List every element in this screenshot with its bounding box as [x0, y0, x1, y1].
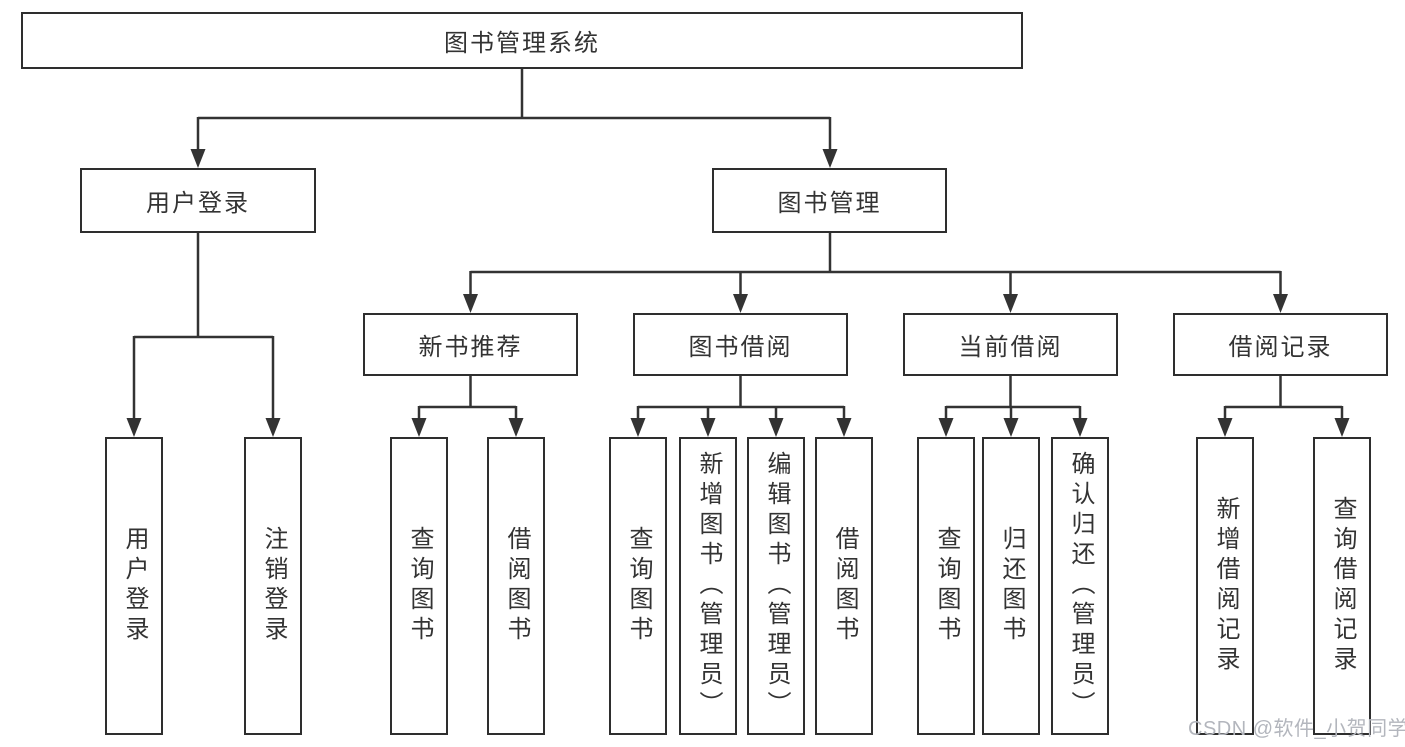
leaf-user-login-label: 用户登录	[121, 526, 148, 646]
node-borrowing-records-label: 借阅记录	[1228, 334, 1333, 361]
node-user-login: 用户登录	[80, 168, 316, 233]
node-new-book-recommend: 新书推荐	[363, 313, 578, 376]
leaf-query-book-current-label: 查询图书	[933, 526, 960, 646]
leaf-query-book-borrowing: 查询图书	[609, 437, 667, 735]
node-root: 图书管理系统	[21, 12, 1023, 69]
leaf-add-book-admin: 新增图书（管理员）	[679, 437, 737, 735]
leaf-return-book-label: 归还图书	[998, 526, 1025, 646]
node-book-management: 图书管理	[712, 168, 947, 233]
leaf-query-book-borrowing-label: 查询图书	[625, 526, 652, 646]
leaf-query-book-current: 查询图书	[917, 437, 975, 735]
leaf-user-login: 用户登录	[105, 437, 163, 735]
node-root-label: 图书管理系统	[444, 30, 600, 57]
leaf-add-borrow-record: 新增借阅记录	[1196, 437, 1254, 735]
leaf-borrow-book-recommend: 借阅图书	[487, 437, 545, 735]
arrowheads	[126, 149, 1350, 437]
leaf-confirm-return-admin-label: 确认归还（管理员）	[1067, 451, 1094, 721]
leaf-borrow-book-recommend-label: 借阅图书	[503, 526, 530, 646]
node-current-borrowing: 当前借阅	[903, 313, 1118, 376]
node-new-book-recommend-label: 新书推荐	[418, 334, 523, 361]
leaf-edit-book-admin: 编辑图书（管理员）	[747, 437, 805, 735]
node-book-borrowing-label: 图书借阅	[688, 334, 793, 361]
leaf-query-borrow-record-label: 查询借阅记录	[1329, 496, 1356, 676]
leaf-return-book: 归还图书	[982, 437, 1040, 735]
leaf-borrow-book: 借阅图书	[815, 437, 873, 735]
node-book-borrowing: 图书借阅	[633, 313, 848, 376]
node-current-borrowing-label: 当前借阅	[958, 334, 1063, 361]
leaf-logout: 注销登录	[244, 437, 302, 735]
csdn-watermark: CSDN @软件_小贺同学	[1188, 718, 1405, 740]
leaf-add-book-admin-label: 新增图书（管理员）	[695, 451, 722, 721]
leaf-query-borrow-record: 查询借阅记录	[1313, 437, 1371, 735]
node-user-login-label: 用户登录	[146, 190, 250, 217]
leaf-query-book-recommend-label: 查询图书	[406, 526, 433, 646]
leaf-logout-label: 注销登录	[260, 526, 287, 646]
node-borrowing-records: 借阅记录	[1173, 313, 1388, 376]
leaf-borrow-book-label: 借阅图书	[831, 526, 858, 646]
leaf-add-borrow-record-label: 新增借阅记录	[1212, 496, 1239, 676]
leaf-edit-book-admin-label: 编辑图书（管理员）	[763, 451, 790, 721]
leaf-query-book-recommend: 查询图书	[390, 437, 448, 735]
node-book-management-label: 图书管理	[777, 190, 882, 217]
leaf-confirm-return-admin: 确认归还（管理员）	[1051, 437, 1109, 735]
